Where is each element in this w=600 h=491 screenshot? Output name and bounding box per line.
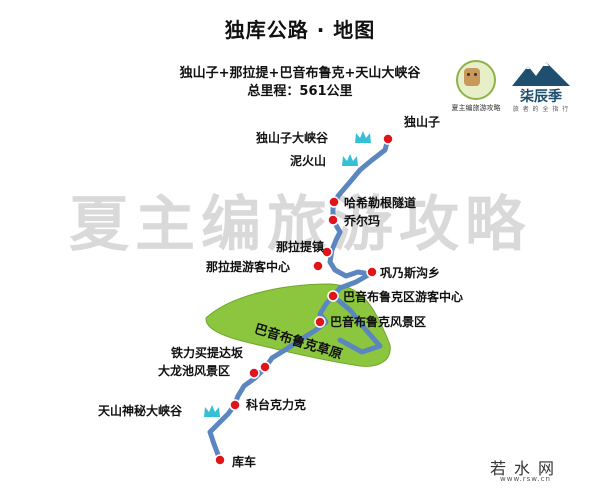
watermark-text: 夏主编旅游攻略 bbox=[69, 190, 531, 260]
page-title: 独库公路 · 地图 bbox=[224, 18, 376, 42]
route-subtitle: 独山子+那拉提+巴音布鲁克+天山大峡谷 bbox=[179, 66, 421, 81]
stop-haxilegen bbox=[328, 196, 340, 208]
label-ketaikelike: 科台克力克 bbox=[246, 398, 307, 412]
route-branch bbox=[330, 293, 383, 355]
stop-markers bbox=[214, 133, 394, 466]
site-brand: 若水网 bbox=[490, 459, 563, 478]
stop-dalongchi bbox=[248, 367, 260, 379]
stop-ketaikelike bbox=[229, 399, 241, 411]
label-bayinbuluke-scenic: 巴音布鲁克风景区 bbox=[330, 315, 427, 329]
label-gongnaisi: 巩乃斯沟乡 bbox=[380, 266, 441, 280]
crown-icon bbox=[355, 131, 371, 143]
stop-dushanzi bbox=[382, 133, 394, 145]
qichenji-logo: 柒辰季 旅 者 的 全 指 行 bbox=[506, 62, 576, 118]
label-dalongchi: 大龙池风景区 bbox=[158, 364, 231, 378]
label-dushanzi: 独山子 bbox=[404, 115, 441, 129]
stop-nalati-town bbox=[321, 246, 333, 258]
label-qiaoerma: 乔尔玛 bbox=[344, 214, 381, 228]
site-domain: www.rsw.cn bbox=[500, 475, 551, 483]
stop-tielimaiti bbox=[259, 361, 271, 373]
label-bayinbuluke-center: 巴音布鲁克区游客中心 bbox=[343, 290, 464, 304]
stop-nalati-center bbox=[312, 260, 324, 272]
logo-tagline: 旅 者 的 全 指 行 bbox=[512, 106, 570, 113]
label-tianshan-canyon: 天山神秘大峡谷 bbox=[98, 404, 183, 418]
label-kuche: 库车 bbox=[232, 455, 257, 469]
mountain-logo-icon bbox=[512, 62, 570, 86]
crown-icon bbox=[342, 154, 358, 166]
stop-kuche bbox=[214, 454, 226, 466]
logo-name: 柒辰季 bbox=[520, 89, 562, 105]
label-nihuoshan: 泥火山 bbox=[290, 154, 327, 168]
crown-icon bbox=[204, 405, 220, 417]
total-distance: 总里程：561公里 bbox=[247, 84, 353, 99]
mascot-icon bbox=[464, 68, 480, 86]
label-tielimaiti: 铁力买提达坂 bbox=[171, 346, 244, 360]
stop-gongnaisi bbox=[366, 266, 378, 278]
label-haxilegen: 哈希勒根隧道 bbox=[344, 196, 417, 210]
label-nalati-town: 那拉提镇 bbox=[276, 240, 325, 254]
travel-guide-logo: 夏主编旅游攻略 bbox=[452, 60, 501, 116]
label-dushanzi-canyon: 独山子大峡谷 bbox=[256, 131, 329, 145]
stop-bayinbuluke-center bbox=[327, 290, 339, 302]
stop-bayinbuluke-scenic bbox=[314, 316, 326, 328]
stop-qiaoerma bbox=[327, 214, 339, 226]
logo-caption: 夏主编旅游攻略 bbox=[451, 104, 501, 112]
label-nalati-center: 那拉提游客中心 bbox=[206, 260, 291, 274]
